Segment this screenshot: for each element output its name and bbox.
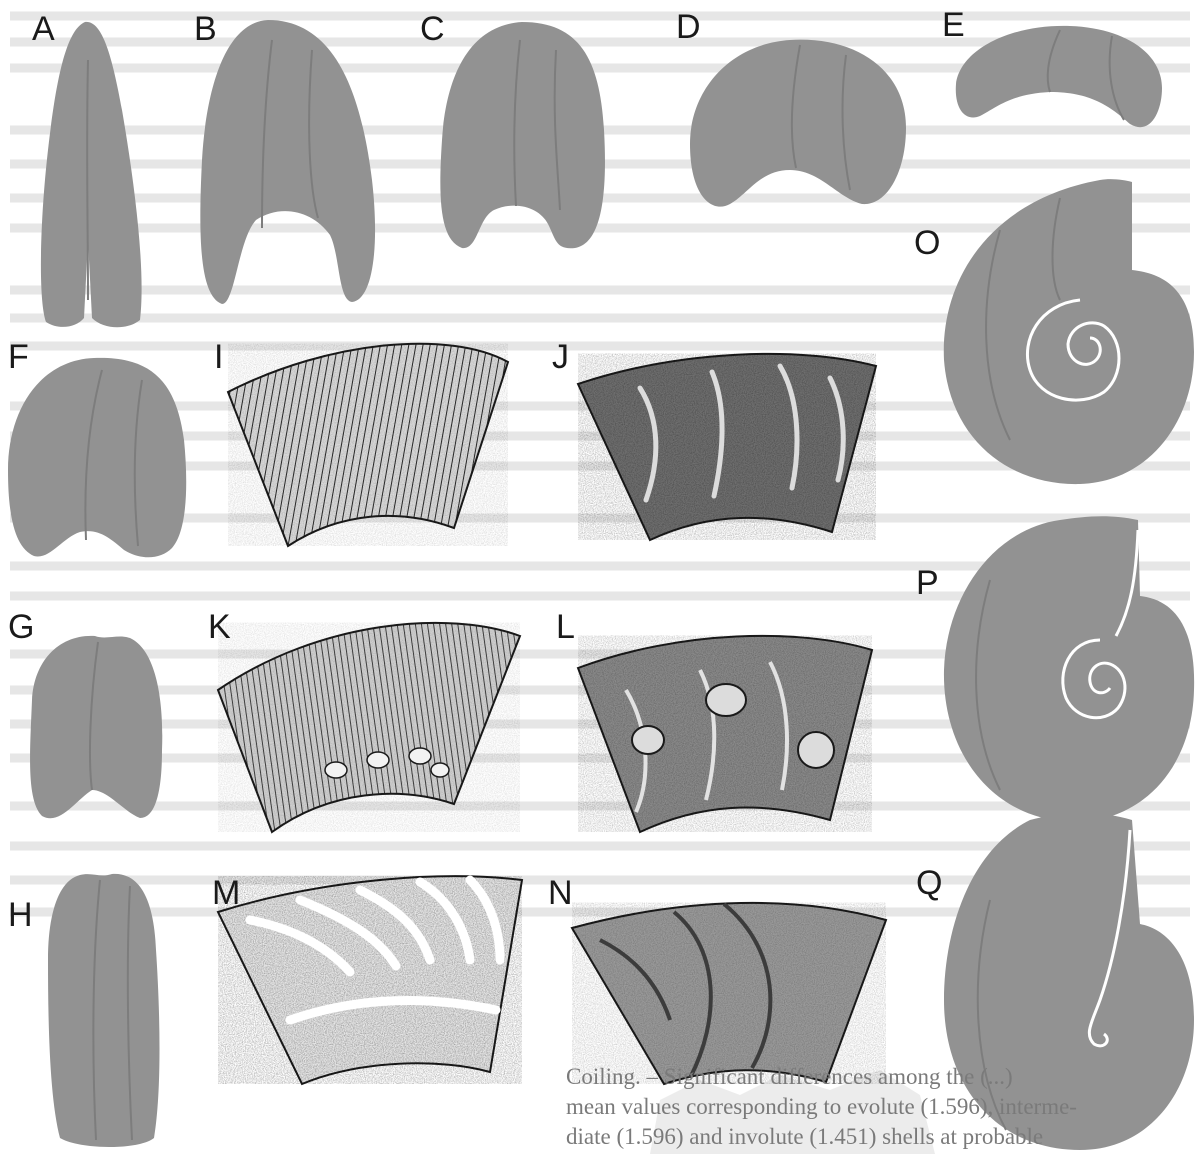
panel-label-h: H	[8, 898, 33, 932]
panel-label-k: K	[208, 610, 231, 644]
ornament-panel-n	[572, 903, 886, 1084]
panel-label-i: I	[214, 340, 223, 374]
shell-section-c	[440, 22, 605, 248]
background-caption-line-1: Coiling. – Significant differences among…	[566, 1064, 1013, 1090]
panel-label-b: B	[194, 12, 217, 46]
panel-label-l: L	[556, 610, 575, 644]
panel-label-m: M	[212, 876, 240, 910]
panel-label-q: Q	[916, 866, 942, 900]
panel-label-n: N	[548, 876, 573, 910]
shell-section-f	[8, 358, 186, 557]
panel-label-p: P	[916, 566, 939, 600]
ornament-panel-j	[578, 354, 876, 540]
ornament-panel-m	[218, 876, 522, 1084]
shell-section-b	[200, 20, 375, 304]
panel-label-c: C	[420, 12, 445, 46]
panel-label-e: E	[942, 8, 965, 42]
panel-label-d: D	[676, 10, 701, 44]
shell-section-h	[48, 874, 160, 1147]
background-caption-line-2: mean values corresponding to evolute (1.…	[566, 1094, 1077, 1120]
shell-section-g	[30, 636, 162, 818]
background-caption-line-3: diate (1.596) and involute (1.451) shell…	[566, 1124, 1043, 1150]
panel-label-g: G	[8, 610, 34, 644]
panel-label-j: J	[552, 340, 569, 374]
panel-label-f: F	[8, 340, 29, 374]
panel-label-o: O	[914, 226, 940, 260]
panel-label-a: A	[32, 12, 55, 46]
